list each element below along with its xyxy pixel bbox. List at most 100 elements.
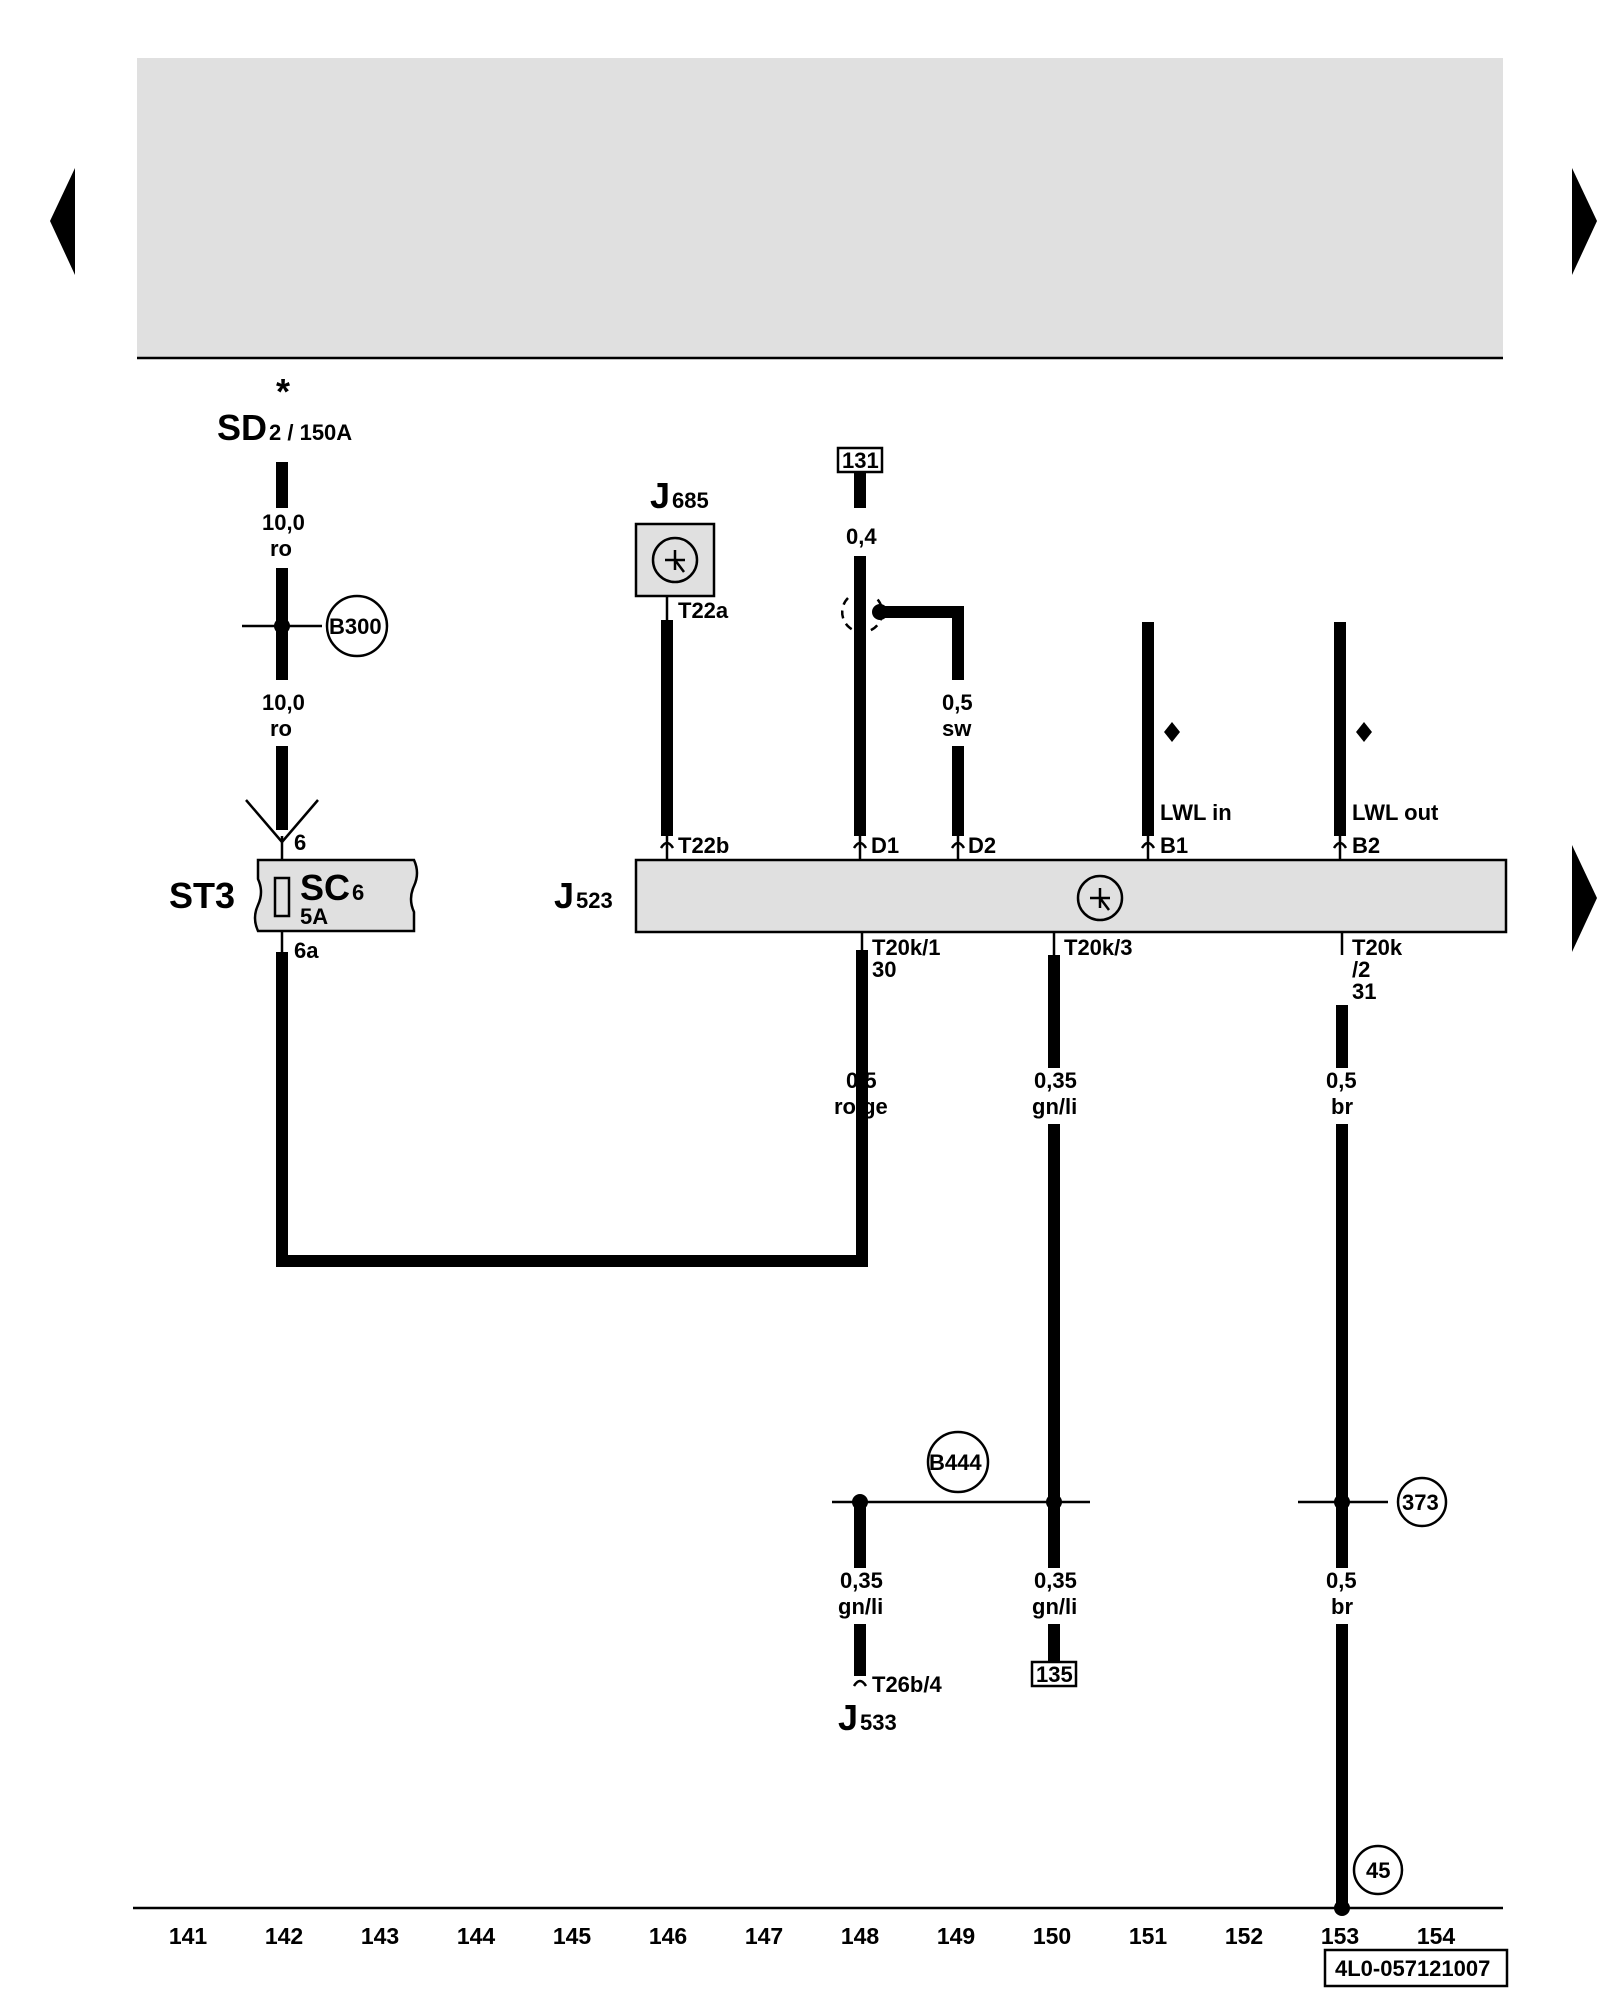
d2-label: D2 — [968, 833, 996, 858]
st3-pin-out-label: 6a — [294, 938, 319, 963]
t22a-label: T22a — [678, 598, 729, 623]
nav-prev-icon[interactable] — [50, 168, 75, 275]
wire-w10-size: 0,5 — [1326, 1568, 1357, 1593]
ref-135-box — [1030, 1660, 1078, 1688]
column-number: 152 — [1225, 1923, 1263, 1949]
j685-main: J — [650, 475, 670, 516]
pin-t22b-arc — [659, 841, 675, 849]
sc6-main: SC — [300, 867, 350, 908]
lwl-out-label: LWL out — [1352, 800, 1439, 825]
wire-w10-color: br — [1331, 1594, 1353, 1619]
t20k3-label: T20k/3 — [1064, 935, 1133, 960]
pin-b1-arc — [1140, 841, 1156, 849]
column-number: 151 — [1129, 1923, 1168, 1949]
lwl-in-label: LWL in — [1160, 800, 1232, 825]
j685-sub: 685 — [672, 488, 709, 513]
wire-w8-color: gn/li — [838, 1594, 883, 1619]
t26b4-label: T26b/4 — [872, 1672, 942, 1697]
b444-ground-circle — [926, 1430, 990, 1494]
nav-next-section-icon[interactable] — [1572, 845, 1597, 952]
j523-top-pins: T22b D1 D2 B1 B2 — [659, 833, 1380, 860]
b300-label: B300 — [329, 614, 382, 639]
doc-code-box — [1323, 1948, 1509, 1988]
column-number: 141 — [169, 1923, 208, 1949]
sc6-rating: 5A — [300, 904, 328, 929]
column-number: 153 — [1321, 1923, 1359, 1949]
sd-main: SD — [217, 407, 267, 448]
d1-d2-shield-arc — [840, 594, 884, 634]
g373-label: 373 — [1402, 1490, 1439, 1515]
t22b-label: T22b — [678, 833, 729, 858]
sc6-label: SC6 — [300, 867, 364, 908]
b444-label: B444 — [929, 1450, 982, 1475]
sd-sub: 2 / 150A — [269, 420, 352, 445]
b300-junction-dot — [274, 618, 290, 634]
wire-w5-loop — [276, 950, 868, 1267]
ref-131-box — [836, 446, 884, 474]
j523-bottom-pins: T20k/1 30 T20k/3 T20k /2 31 — [860, 932, 1403, 1004]
wire-w6-size: 0,35 — [1034, 1068, 1077, 1093]
column-number: 149 — [937, 1923, 975, 1949]
st3-box — [253, 858, 419, 933]
j523-transistor-icon — [1076, 874, 1124, 922]
wire-w4-size: 0,5 — [942, 690, 973, 715]
lwl-out-diamond-icon — [1356, 722, 1372, 742]
b444-junction-dot-right — [1046, 1494, 1062, 1510]
g45-ground-circle — [1352, 1844, 1404, 1896]
j533-sub: 533 — [860, 1710, 897, 1735]
t20k2-label-a: T20k — [1352, 935, 1403, 960]
wire-w3-size: 0,4 — [846, 524, 877, 549]
sd-label: SD2 / 150A — [217, 407, 352, 448]
wire-w7-size: 0,5 — [1326, 1068, 1357, 1093]
header-panel — [137, 58, 1503, 358]
j533-main: J — [838, 1697, 858, 1738]
pin-t26b4-arc — [852, 1679, 868, 1687]
t20k1-term: 30 — [872, 957, 896, 982]
column-number: 147 — [745, 1923, 783, 1949]
wire-w5-size: 0,5 — [846, 1068, 877, 1093]
g373-junction-dot — [1334, 1494, 1350, 1510]
column-number: 154 — [1417, 1923, 1456, 1949]
st3-pin-in-label: 6 — [294, 830, 306, 855]
sc6-sub: 6 — [352, 880, 364, 905]
column-number: 145 — [553, 1923, 592, 1949]
doc-code-label: 4L0-057121007 — [1335, 1956, 1490, 1981]
lwl-in-diamond-icon — [1164, 722, 1180, 742]
ref-135-label: 135 — [1036, 1662, 1073, 1687]
wire-w2-color: ro — [270, 716, 292, 741]
t20k2-term: 31 — [1352, 979, 1376, 1004]
wire-w9-size: 0,35 — [1034, 1568, 1077, 1593]
t20k2-label-b: /2 — [1352, 957, 1370, 982]
wire-w1-color: ro — [270, 536, 292, 561]
nav-next-icon[interactable] — [1572, 168, 1597, 275]
b2-label: B2 — [1352, 833, 1380, 858]
wire-w7-color: br — [1331, 1094, 1353, 1119]
sc6-fuse-icon — [273, 876, 291, 918]
wire-w4-color: sw — [942, 716, 972, 741]
j685-label: J685 — [650, 475, 709, 516]
wire-w2-size: 10,0 — [262, 690, 305, 715]
st3-connector-v-left — [245, 799, 283, 843]
b1-label: B1 — [1160, 833, 1188, 858]
t20k1-label: T20k/1 — [872, 935, 941, 960]
wire-w6-color: gn/li — [1032, 1094, 1077, 1119]
column-number: 144 — [457, 1923, 496, 1949]
st3-label: ST3 — [169, 875, 235, 916]
j685-transistor-icon — [651, 536, 699, 584]
column-number: 148 — [841, 1923, 880, 1949]
column-number: 143 — [361, 1923, 399, 1949]
wire-d2-branch — [880, 606, 964, 680]
d1-label: D1 — [871, 833, 899, 858]
j523-label: J523 — [554, 875, 613, 916]
j533-label: J533 — [838, 1697, 897, 1738]
column-number: 146 — [649, 1923, 687, 1949]
j523-transistor-symbol — [1090, 888, 1110, 911]
g373-ground-circle — [1396, 1476, 1448, 1528]
wire-w8-size: 0,35 — [840, 1568, 883, 1593]
column-number: 142 — [265, 1923, 303, 1949]
wire-w5-color: ro/ge — [834, 1094, 888, 1119]
column-number: 150 — [1033, 1923, 1071, 1949]
pin-d1-arc — [852, 841, 868, 849]
wire-w9-color: gn/li — [1032, 1594, 1077, 1619]
